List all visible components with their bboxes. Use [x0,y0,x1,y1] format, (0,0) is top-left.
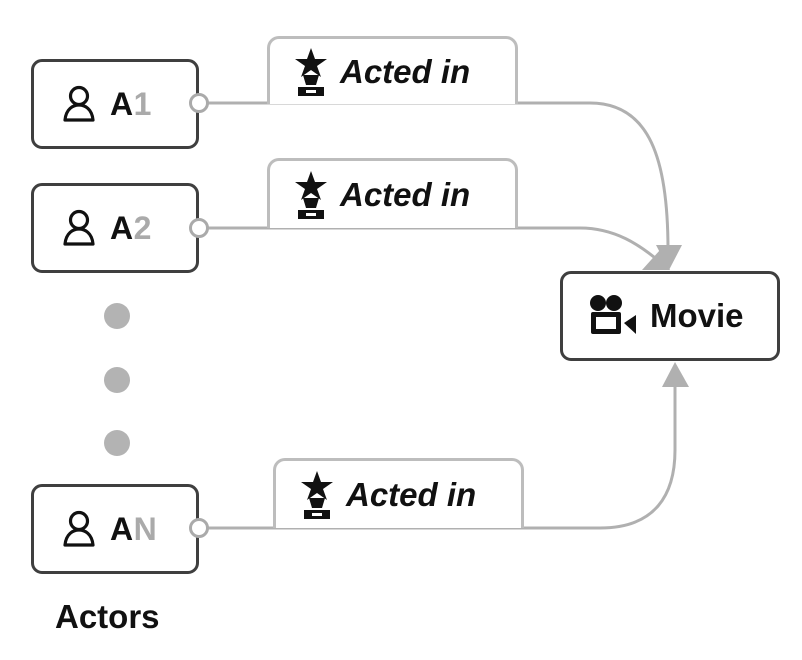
person-icon [63,510,95,547]
edge-label-text: Acted in [340,52,471,90]
actor-label: A2 [110,209,152,246]
person-icon [63,209,95,246]
edge-label-a1: Acted in [267,36,518,104]
actor-node-an: AN [31,484,199,574]
arrowhead-a2 [642,250,670,270]
arrowhead-an [662,362,689,387]
ellipsis-dot [104,430,130,456]
actor-node-a2: A2 [31,183,199,273]
movie-label: Movie [650,297,744,334]
edge-a2-movie [208,226,661,264]
person-icon [63,85,95,122]
port-an [189,518,209,538]
award-trophy-icon [295,47,327,96]
edge-label-a2: Acted in [267,158,518,228]
movie-node: Movie [560,271,780,361]
movie-camera-icon [590,295,636,334]
actor-label: A1 [110,85,152,122]
edge-an-movie [208,380,677,530]
actor-label: AN [110,510,158,547]
edge-a1-movie [208,101,670,251]
ellipsis-dot [104,367,130,393]
edge-label-text: Acted in [346,475,477,513]
ellipsis-dot [104,303,130,329]
port-a1 [189,93,209,113]
arrowhead-a1 [656,245,682,270]
award-trophy-icon [301,470,333,519]
edge-label-an: Acted in [273,458,524,528]
port-a2 [189,218,209,238]
actor-node-a1: A1 [31,59,199,149]
edge-label-text: Acted in [340,175,471,213]
actors-group-label: Actors [55,598,160,635]
award-trophy-icon [295,170,327,219]
